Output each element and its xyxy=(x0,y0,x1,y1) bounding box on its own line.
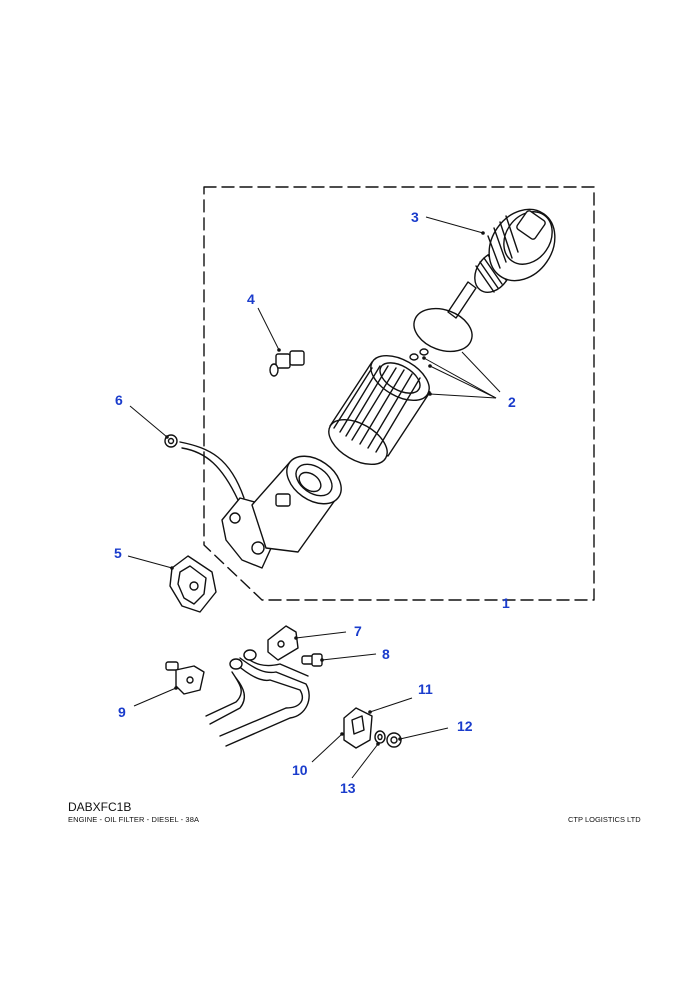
callout-7: 7 xyxy=(354,623,362,639)
callout-2: 2 xyxy=(508,394,516,410)
illustration-code: DABXFC1B xyxy=(68,800,132,814)
part-4-pressure-switch xyxy=(269,350,305,377)
part-oil-pipes xyxy=(205,649,310,747)
part-9-clamp xyxy=(165,661,205,695)
callout-12: 12 xyxy=(457,718,473,734)
leader-lines xyxy=(127,216,501,779)
callout-8: 8 xyxy=(382,646,390,662)
part-13-washer xyxy=(374,730,386,744)
part-2-seal-kit xyxy=(409,307,473,361)
callout-13: 13 xyxy=(340,780,356,796)
callout-3: 3 xyxy=(411,209,419,225)
illustration-description: ENGINE - OIL FILTER - DIESEL - 38A xyxy=(68,815,200,824)
part-5-gasket xyxy=(169,555,217,613)
callout-labels: 1 2 3 4 5 6 7 8 9 10 11 12 13 xyxy=(114,209,516,796)
callout-4: 4 xyxy=(247,291,255,307)
part-7-bracket xyxy=(267,625,299,661)
callout-9: 9 xyxy=(118,704,126,720)
leader-dots xyxy=(165,231,485,746)
part-10-clamp-block xyxy=(343,707,373,749)
callout-5: 5 xyxy=(114,545,122,561)
callout-11: 11 xyxy=(418,681,433,697)
part-12-nut xyxy=(386,732,402,748)
assembly-boundary xyxy=(203,186,595,601)
part-8-bolt xyxy=(301,653,323,667)
part-3-filter-cap xyxy=(447,208,556,319)
company-name: CTP LOGISTICS LTD xyxy=(568,815,641,824)
callout-6: 6 xyxy=(115,392,123,408)
part-1-filter-housing xyxy=(221,455,342,569)
callout-10: 10 xyxy=(292,762,308,778)
callout-1: 1 xyxy=(502,595,510,611)
part-filter-element xyxy=(328,354,431,466)
